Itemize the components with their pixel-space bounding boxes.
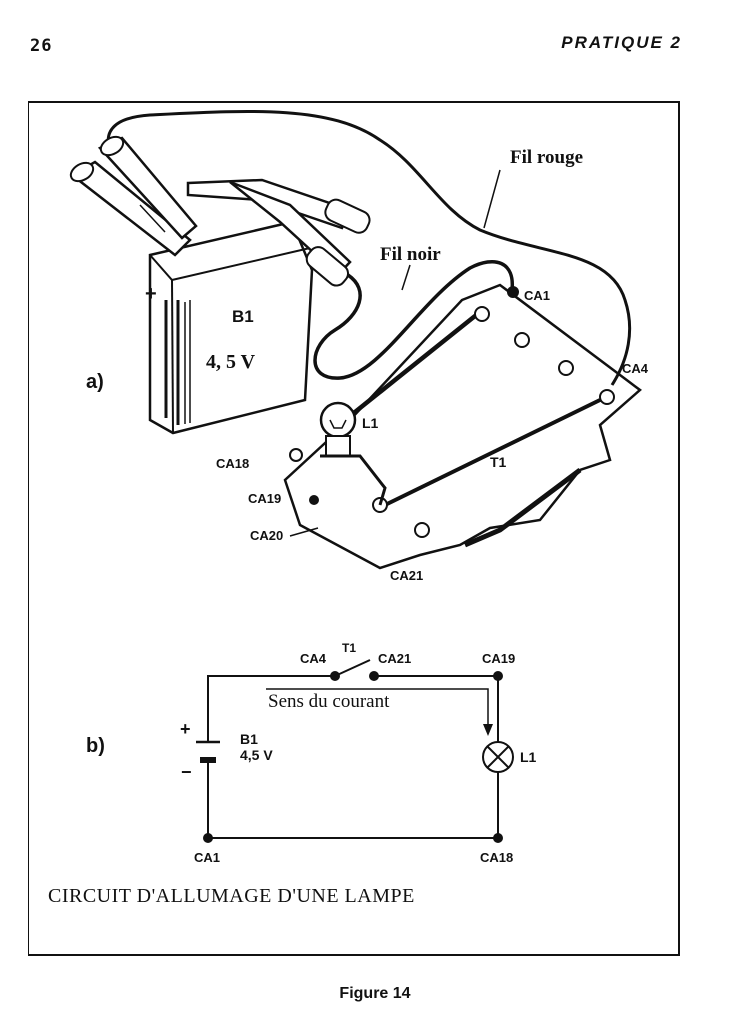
battery-plus-label: + bbox=[145, 283, 157, 305]
right-clip bbox=[186, 178, 371, 287]
terminal-ca18-label: CA18 bbox=[216, 456, 249, 471]
battery-b1: + bbox=[145, 220, 314, 435]
lamp-l1-label: L1 bbox=[362, 415, 379, 431]
terminal-ca1-label: CA1 bbox=[524, 288, 550, 303]
schematic-battery-name: B1 bbox=[240, 731, 258, 747]
terminal-ca21-label: CA21 bbox=[390, 568, 423, 583]
page-number: 26 bbox=[30, 36, 53, 56]
current-direction-label: Sens du courant bbox=[268, 691, 390, 712]
terminal-ca20-label: CA20 bbox=[250, 528, 283, 543]
panel-b-label: b) bbox=[86, 735, 105, 757]
terminal-ca4-label: CA4 bbox=[622, 361, 649, 376]
node-ca19-label: CA19 bbox=[482, 651, 515, 666]
battery-voltage-label: 4, 5 V bbox=[206, 351, 256, 373]
battery-plus-sign: + bbox=[180, 719, 191, 739]
node-ca1-label: CA1 bbox=[194, 850, 220, 865]
black-wire bbox=[313, 259, 514, 380]
node-ca21-label: CA21 bbox=[378, 651, 411, 666]
node-ca4-label: CA4 bbox=[300, 651, 327, 666]
schematic-battery-voltage: 4,5 V bbox=[240, 747, 273, 763]
schematic-lamp-label: L1 bbox=[520, 749, 537, 765]
node-ca18-label: CA18 bbox=[480, 850, 513, 865]
lamp-bulb-icon bbox=[319, 401, 357, 439]
circuit-board bbox=[283, 283, 642, 570]
wire-red-label: Fil rouge bbox=[510, 147, 583, 168]
terminal-ca19-label: CA19 bbox=[248, 491, 281, 506]
figure-frame bbox=[28, 101, 680, 956]
wire-black-label: Fil noir bbox=[380, 244, 441, 265]
red-wire bbox=[106, 109, 632, 386]
section-title: PRATIQUE 2 bbox=[561, 33, 682, 52]
schematic bbox=[196, 659, 514, 843]
battery-b1-label: B1 bbox=[232, 307, 254, 326]
battery-minus-sign: − bbox=[181, 762, 192, 782]
left-clip bbox=[69, 135, 198, 257]
figure-caption: CIRCUIT D'ALLUMAGE D'UNE LAMPE bbox=[48, 885, 415, 907]
figure-number: Figure 14 bbox=[339, 985, 411, 1002]
switch-t1-label: T1 bbox=[490, 454, 507, 470]
panel-a-label: a) bbox=[86, 371, 104, 393]
schematic-switch-t1-label: T1 bbox=[342, 641, 356, 655]
